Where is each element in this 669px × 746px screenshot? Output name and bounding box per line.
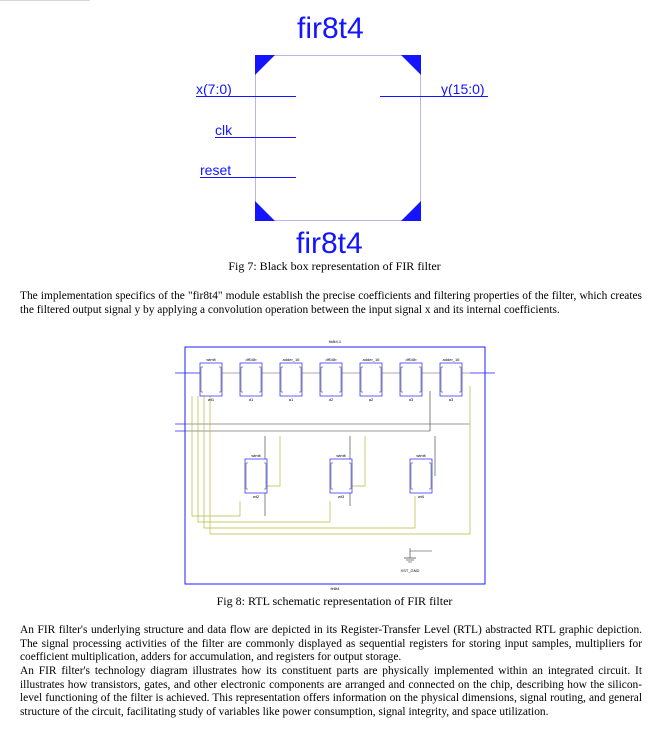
output-port-y-line — [380, 96, 488, 97]
paragraph-technology-diagram: An FIR filter's technology diagram illus… — [20, 665, 642, 718]
block-instance-label: d3 — [409, 397, 414, 402]
output-port-y-label: y(15:0) — [441, 81, 485, 97]
input-port-clk-label: clk — [215, 122, 233, 138]
page-top-edge — [0, 0, 90, 3]
block-type-label: wtmlt — [336, 453, 346, 458]
block-type-label: dff16b — [405, 357, 417, 362]
module-bottom-label: fir8t4 — [331, 586, 341, 591]
schematic-block-d3: dff16b d3 — [399, 357, 423, 402]
black-box-outline — [255, 55, 421, 221]
input-port-clk-line — [215, 137, 296, 138]
block-type-label: adder_16 — [443, 357, 461, 362]
block-type-label: adder_16 — [283, 357, 301, 362]
schematic-block-wt1: wtmlt wt1 — [199, 357, 223, 402]
schematic-block-d1: dff16b d1 — [239, 357, 263, 402]
corner-marker — [255, 201, 275, 221]
figure-7-caption: Fig 7: Black box representation of FIR f… — [228, 259, 441, 273]
block-type-label: dff16b — [245, 357, 257, 362]
block-instance-label: a2 — [369, 397, 374, 402]
block-instance-label: d1 — [249, 397, 254, 402]
schematic-block-a3: adder_16 a3 — [439, 357, 463, 402]
module-frame — [184, 346, 486, 585]
corner-marker — [255, 55, 275, 75]
block-type-label: dff16b — [325, 357, 337, 362]
input-port-x-line — [196, 96, 296, 97]
input-port-reset-line — [200, 177, 296, 178]
block-instance-label: d2 — [329, 397, 334, 402]
input-port-x-label: x(7:0) — [196, 81, 232, 97]
schematic-block-wt2: wtmlt wt2 — [244, 453, 268, 499]
module-title-bottom: fir8t4 — [296, 227, 363, 260]
gnd-label: XST_GND — [401, 568, 420, 573]
input-port-reset-label: reset — [200, 162, 232, 178]
block-instance-label: wt3 — [338, 494, 345, 499]
module-title-top: fir8t4 — [297, 12, 364, 45]
block-instance-label: wt4 — [418, 494, 425, 499]
block-type-label: wtmlt — [416, 453, 426, 458]
paragraph-rtl-description: An FIR filter's underlying structure and… — [20, 624, 642, 664]
rtl-schematic-svg: fir8t4:1 fir8t4 XST_GND wtmlt wt1 dff16b d1… — [175, 339, 495, 591]
block-instance-label: a3 — [449, 397, 454, 402]
block-type-label: wtmlt — [251, 453, 261, 458]
block-type-label: wtmlt — [206, 357, 216, 362]
block-instance-label: wt2 — [253, 494, 260, 499]
figure-8-caption: Fig 8: RTL schematic representation of F… — [216, 594, 453, 608]
schematic-block-wt3: wtmlt wt3 — [329, 453, 353, 499]
schematic-block-d2: dff16b d2 — [319, 357, 343, 402]
figure-7-black-box: fir8t4 x(7:0) clk reset y(15:0) fir8t4 F… — [0, 0, 669, 273]
paragraph-module-specifics: The implementation specifics of the "fir… — [20, 290, 642, 316]
figure-8-rtl-schematic: fir8t4:1 fir8t4 XST_GND wtmlt wt1 dff16b d1… — [170, 336, 500, 608]
schematic-block-wt4: wtmlt wt4 — [409, 453, 433, 499]
corner-marker — [401, 55, 421, 75]
schematic-block-a1: adder_16 a1 — [279, 357, 303, 402]
schematic-block-a2: adder_16 a2 — [359, 357, 383, 402]
block-instance-label: wt1 — [208, 397, 215, 402]
module-top-label: fir8t4:1 — [329, 339, 342, 344]
corner-marker — [401, 201, 421, 221]
block-type-label: adder_16 — [363, 357, 381, 362]
block-instance-label: a1 — [289, 397, 294, 402]
